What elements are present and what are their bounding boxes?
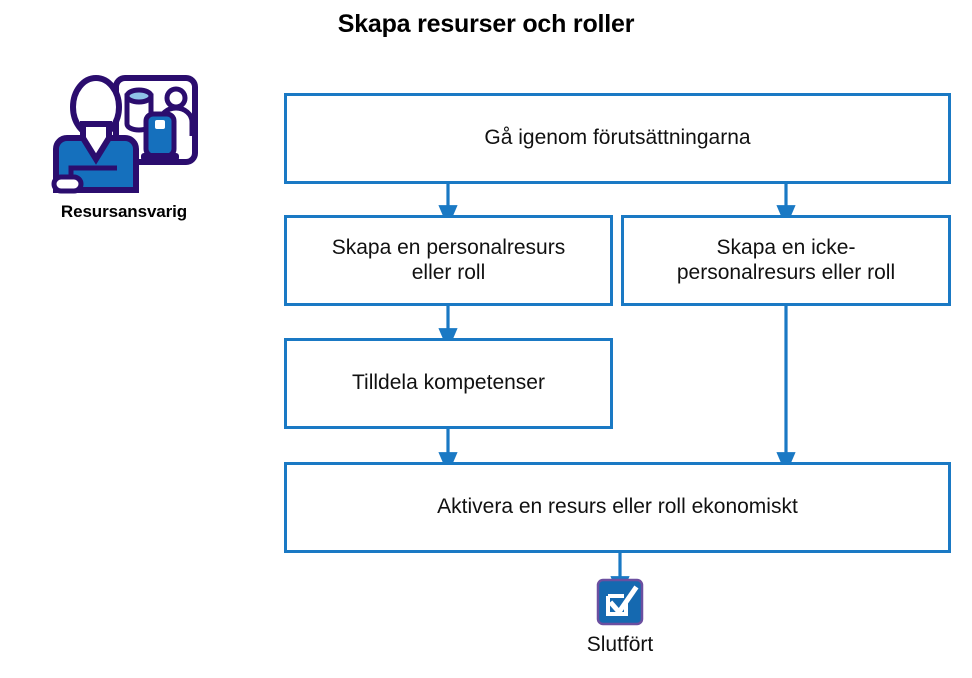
flow-node-nonstaff[interactable]: Skapa en icke- personalresurs eller roll	[621, 215, 951, 306]
flow-node-nonstaff-line-1: Skapa en icke-	[716, 235, 856, 259]
flow-node-skills-line-1: Tilldela kompetenser	[352, 371, 545, 395]
page-title: Skapa resurser och roller	[337, 10, 635, 38]
endpoint-label: Slutfört	[586, 633, 654, 656]
flow-node-nonstaff-line-2: personalresurs eller roll	[676, 260, 896, 284]
flow-node-activate-line-1: Aktivera en resurs eller roll ekonomiskt	[437, 495, 798, 519]
resource-manager-icon	[51, 75, 198, 194]
flow-node-skills[interactable]: Tilldela kompetenser	[284, 338, 613, 429]
endpoint-completed: Slutfört	[556, 578, 684, 657]
persona-resource-manager: Resursansvarig	[36, 74, 212, 222]
completed-checkbox-icon	[596, 578, 644, 626]
flow-node-prereq-line-1: Gå igenom förutsättningarna	[484, 126, 751, 150]
flow-node-staff-line-1: Skapa en personalresurs	[331, 235, 566, 259]
persona-label: Resursansvarig	[60, 202, 188, 221]
flow-node-prereq[interactable]: Gå igenom förutsättningarna	[284, 93, 951, 184]
flow-node-staff[interactable]: Skapa en personalresurs eller roll	[284, 215, 613, 306]
flow-node-staff-line-2: eller roll	[411, 260, 486, 284]
flow-node-activate[interactable]: Aktivera en resurs eller roll ekonomiskt	[284, 462, 951, 553]
